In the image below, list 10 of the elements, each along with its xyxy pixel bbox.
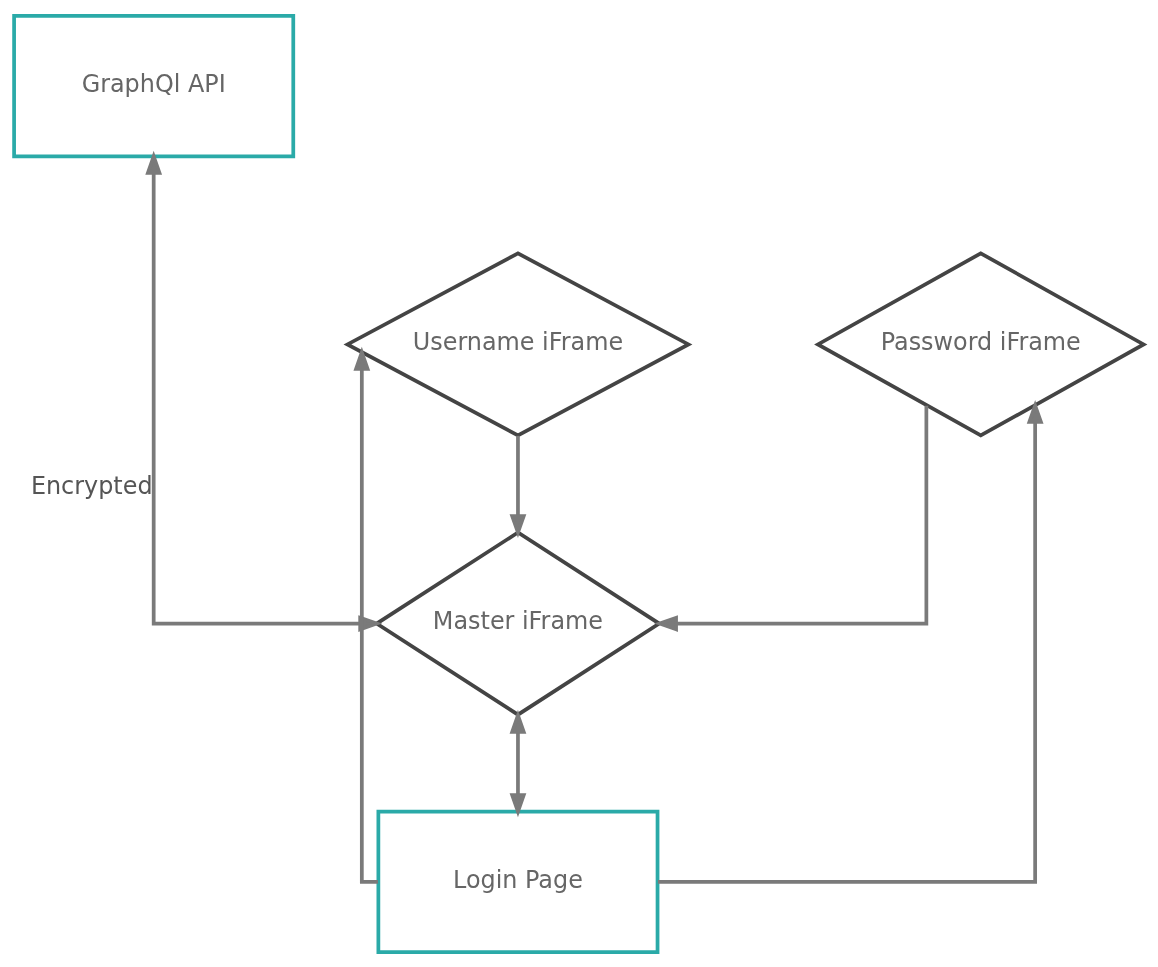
arrow — [509, 709, 527, 817]
node-box: GraphQl API — [12, 13, 296, 158]
arrow — [654, 405, 929, 632]
node-box: Login Page — [376, 809, 660, 954]
node-diamond: Username iFrame — [343, 250, 693, 438]
arrow — [353, 346, 378, 884]
arrow — [509, 435, 527, 538]
edge-label: Encrypted — [30, 471, 153, 500]
node-diamond: Password iFrame — [814, 250, 1148, 438]
arrow — [657, 399, 1044, 884]
